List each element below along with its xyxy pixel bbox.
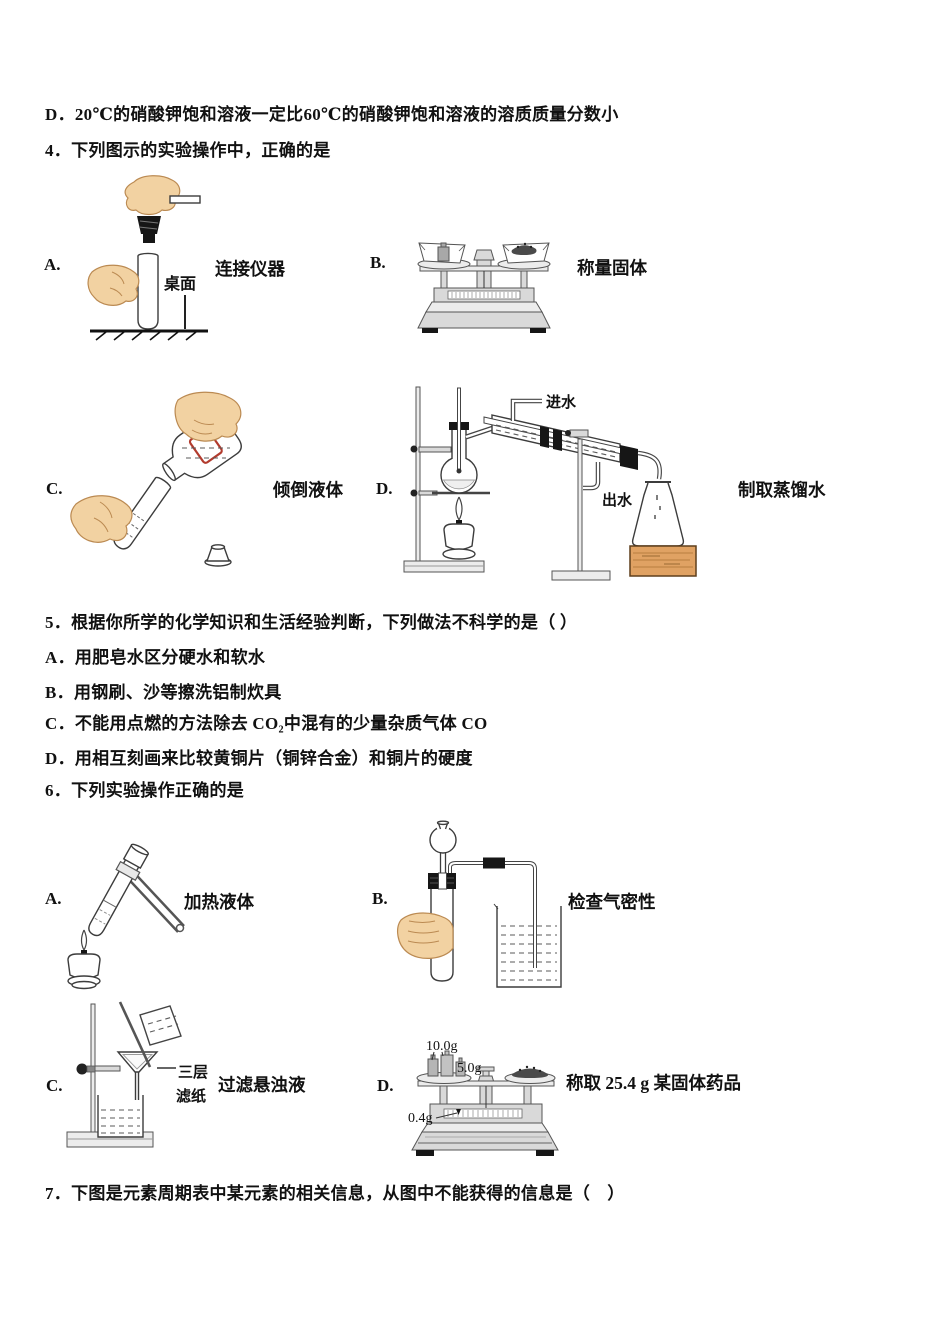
filter-label-line1: 三层: [178, 1064, 208, 1081]
q6-figure-d-balance-weights: 10.0g 5.0g 0.4g: [408, 1039, 559, 1156]
q6-option-a-caption: 加热液体: [184, 892, 254, 912]
ground-hatching: [95, 331, 197, 341]
q6-header: 6．下列实验操作正确的是: [45, 781, 245, 800]
bottle-liquid-level: [182, 447, 230, 459]
q4-option-d-caption: 制取蒸馏水: [738, 480, 826, 500]
q4-option-b-caption: 称量固体: [577, 258, 647, 278]
q4-option-c-letter: C.: [46, 479, 63, 498]
conical-flask: [631, 482, 685, 547]
q4-option-a-letter: A.: [44, 255, 61, 274]
q6-figure-b-airtightness: [397, 820, 562, 988]
test-tube: [137, 256, 159, 330]
water-out-label: 出水: [602, 491, 633, 509]
rider-label: 0.4g: [408, 1111, 433, 1126]
holder-clamp: [115, 860, 141, 882]
test-tube: [88, 843, 150, 937]
q4-figure-d-distillation: 进水 出水: [403, 386, 697, 581]
q6-option-a-letter: A.: [45, 889, 62, 908]
glass-rod: [118, 1001, 152, 1068]
filter-label-line2: 滤纸: [176, 1087, 206, 1105]
q7-header: 7．下图是元素周期表中某元素的相关信息，从图中不能获得的信息是（ ）: [45, 1184, 625, 1203]
q5-option-b: B．用钢刷、沙等擦洗铝制炊具: [45, 683, 282, 702]
q4-figure-c-pour-liquid: [70, 391, 242, 567]
adapter-connector: [620, 445, 638, 470]
q5-header: 5．根据你所学的化学知识和生活经验判断，下列做法不科学的是（ ）: [45, 613, 578, 632]
cooling-water: [495, 424, 617, 458]
solid-sample: [511, 1068, 549, 1078]
balance-base: [417, 311, 551, 329]
clamp: [94, 1065, 121, 1072]
q4-option-c-caption: 倾倒液体: [273, 480, 343, 500]
q4-option-a-caption: 连接仪器: [215, 259, 285, 279]
bottle-hand: [174, 391, 242, 442]
q4-figure-b-balance: [417, 242, 551, 333]
water: [501, 925, 557, 981]
water-outlet-tube: [583, 462, 601, 491]
q6-figure-c-filter: 三层 滤纸: [66, 1001, 208, 1148]
receiving-beaker: [97, 1095, 144, 1138]
q4-header: 4．下列图示的实验操作中，正确的是: [45, 141, 331, 160]
q4-option-d-letter: D.: [376, 479, 393, 498]
q6-option-d-letter: D.: [377, 1076, 394, 1095]
rubber-stopper: [137, 216, 161, 234]
wood-block: [629, 545, 697, 577]
q5-option-a: A．用肥皂水区分硬水和软水: [45, 648, 266, 667]
distillate-drops: [654, 495, 661, 519]
tube-hand: [70, 495, 133, 543]
q6-option-b-caption: 检查气密性: [568, 892, 656, 912]
beaker: [496, 906, 562, 988]
q4-option-b-letter: B.: [370, 253, 386, 272]
weight-10g-label: 10.0g: [426, 1039, 458, 1054]
weight-10g: [427, 1058, 439, 1077]
flask-liquid: [442, 479, 476, 490]
q6-option-c-caption: 过滤悬浊液: [218, 1075, 306, 1095]
stopper-texture: [138, 220, 159, 230]
q6-option-b-letter: B.: [372, 889, 388, 908]
weight: [437, 246, 450, 262]
pouring-beaker: [139, 1005, 182, 1046]
alcohol-lamp: [67, 953, 101, 980]
weight-10g-2: [440, 1054, 454, 1077]
suspension: [147, 1015, 179, 1033]
table-label: 桌面: [164, 274, 196, 293]
funnel-stem: [439, 852, 447, 875]
left-stand-rod: [415, 386, 421, 562]
q5-option-d: D．用相互刻画来比较黄铜片（铜锌合金）和铜片的硬度: [45, 749, 473, 768]
stand-rod: [90, 1003, 96, 1145]
flame: [80, 929, 88, 952]
filtrate: [101, 1109, 140, 1134]
q6-option-c-letter: C.: [46, 1076, 63, 1095]
balance-base: [411, 1131, 559, 1151]
rider-weight: [456, 1109, 461, 1115]
thermometer: [457, 387, 461, 471]
q6-option-d-caption: 称取 25.4 g 某固体药品: [566, 1073, 741, 1093]
hand: [397, 912, 454, 959]
delivery-tube: [637, 450, 662, 480]
mid-stand-rod: [577, 438, 583, 572]
flame: [455, 496, 463, 522]
q4-figure-a-connect-apparatus: 桌面: [87, 175, 208, 341]
q3-option-d: D．20℃的硝酸钾饱和溶液一定比60℃的硝酸钾饱和溶液的溶质质量分数小: [45, 105, 619, 124]
bulb-funnel: [429, 826, 457, 854]
upper-hand: [124, 175, 181, 216]
lower-hand: [87, 264, 140, 306]
alcohol-lamp: [443, 523, 475, 551]
rubber-connector: [483, 857, 505, 869]
glass-tube: [169, 195, 201, 204]
funnel-stem: [134, 1072, 140, 1100]
weight-5g-label: 5.0g: [457, 1061, 482, 1076]
wick: [81, 950, 87, 955]
water-inlet-tube: [510, 398, 542, 421]
q5-option-c: C．不能用点燃的方法除去 CO₂中混有的少量杂质气体 CO: [45, 714, 488, 733]
mid-stand-base: [551, 570, 611, 581]
water-in-label: 进水: [546, 393, 577, 411]
q6-figure-a-heat-liquid: [67, 843, 185, 990]
wick: [456, 520, 462, 525]
flask-clamp: [418, 446, 452, 453]
flask-neck: [451, 429, 467, 459]
